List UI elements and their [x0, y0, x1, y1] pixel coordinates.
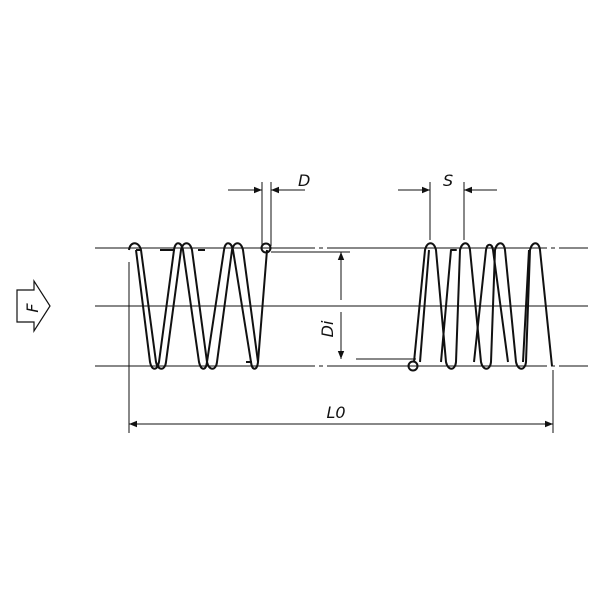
wire-diameter-label: D [298, 171, 310, 190]
force-label: F [23, 303, 42, 313]
dimension-free-length [128, 262, 554, 433]
dimension-spacing [398, 182, 497, 240]
coil-inner-right [419, 243, 530, 363]
spring-coils-right [413, 242, 553, 370]
spring-coils-left [128, 242, 268, 370]
reference-lines [95, 247, 588, 367]
wire-section-top [260, 242, 272, 254]
free-length-label: L0 [326, 403, 345, 422]
force-arrow-icon [16, 278, 51, 334]
wire-section-bottom [407, 360, 419, 372]
dimension-inner-diameter [271, 251, 416, 360]
dimension-wire-diameter [228, 182, 305, 246]
coil-outline-right [413, 242, 553, 370]
force-indicator: F [16, 278, 51, 334]
spacing-label: S [443, 171, 453, 190]
coil-cross-left [136, 249, 252, 363]
coil-inner-left [135, 242, 268, 370]
inner-diameter-label: Di [318, 320, 337, 337]
